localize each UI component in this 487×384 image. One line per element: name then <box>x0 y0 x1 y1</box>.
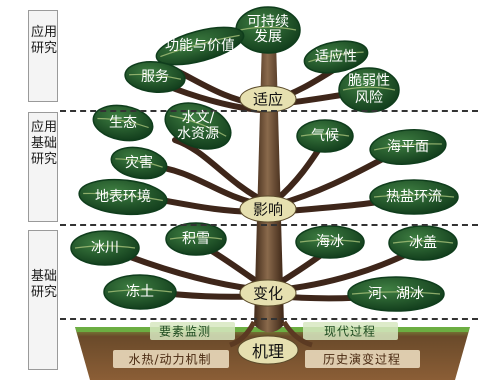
leaf-shape-function-value <box>155 26 245 66</box>
leaf-shape-adaptability <box>303 40 369 74</box>
soil-label-modern-process: 现代过程 <box>323 324 377 339</box>
leaf-river-lake-ice: 河、湖冰 <box>368 286 424 302</box>
side-label-basic: 基础研究 <box>30 269 57 300</box>
leaf-adaptability: 适应性 <box>315 49 357 65</box>
side-box-basic: 基础研究 <box>28 230 58 370</box>
leaf-shape-service <box>124 61 186 93</box>
trunk-roots <box>229 320 313 348</box>
leaf-shape-vulnerability-risk <box>338 67 400 113</box>
trunk <box>254 40 284 333</box>
leaf-shape-sea-level <box>369 128 447 166</box>
leaf-surface-environment: 地表环境 <box>95 189 151 205</box>
branch-5 <box>172 137 265 203</box>
leaf-hydrology-water: 水文/ 水资源 <box>177 110 219 142</box>
leaf-glacier: 冰川 <box>91 240 119 256</box>
divider-line-3 <box>60 318 478 320</box>
oval-mechanism <box>237 335 299 365</box>
tier-ovals <box>237 85 299 365</box>
leaf-shape-sea-ice <box>295 225 365 259</box>
leaf-function-value: 功能与价值 <box>165 38 235 54</box>
tier-label-adapt: 适应 <box>252 90 284 109</box>
tree-trunk <box>229 40 313 348</box>
leaf-shape-ice-sheet <box>388 225 458 261</box>
leaf-sea-ice: 海冰 <box>316 234 344 250</box>
leaf-shape-thermohaline <box>369 179 459 215</box>
leaf-climate: 气候 <box>311 128 339 144</box>
soil-panel-mechanism <box>113 350 229 368</box>
leaf-ecology: 生态 <box>109 115 137 131</box>
leaf-snow-cover: 积雪 <box>182 231 210 247</box>
leaf-shape-river-lake-ice <box>347 276 445 312</box>
leaf-thermohaline: 热盐环流 <box>386 189 442 205</box>
leaf-ice-sheet: 冰盖 <box>409 235 437 251</box>
leaf-service: 服务 <box>141 69 169 85</box>
oval-adapt <box>239 85 297 113</box>
soil-label-mechanism: 水热/动力机制 <box>128 352 212 367</box>
oval-change <box>239 279 297 307</box>
side-label-applied: 应用研究 <box>30 25 57 56</box>
soil-panel-monitoring <box>150 322 235 340</box>
soil-panel-history <box>305 350 420 368</box>
goal-sustainable-development: 可持续 发展 <box>247 14 289 45</box>
leaves <box>70 6 459 312</box>
soil-panel-modern <box>303 322 398 340</box>
leaf-vulnerability-risk: 脆弱性 风险 <box>348 73 390 106</box>
soil-label-history: 历史演变过程 <box>322 352 402 367</box>
divider-line-2 <box>60 224 478 226</box>
leaf-shape-glacier <box>70 230 140 266</box>
leaf-shape-climate <box>296 119 354 153</box>
oval-impact <box>239 195 297 223</box>
leaf-shape-snow-cover <box>165 222 227 256</box>
divider-line-1 <box>60 110 478 112</box>
leaf-shape-disaster <box>110 146 168 180</box>
side-label-applied-basic: 应用基础研究 <box>30 120 57 167</box>
leaf-shape-surface-environment <box>78 178 168 216</box>
leaf-shape-hydrology <box>164 102 232 150</box>
side-box-applied: 应用研究 <box>28 10 58 102</box>
tier-label-impact: 影响 <box>252 200 284 219</box>
soil-label-monitoring: 要素监测 <box>158 324 212 339</box>
leaf-sea-level: 海平面 <box>387 139 429 155</box>
leaf-shape-ecology <box>92 104 154 142</box>
tier-label-mechanism: 机理 <box>251 342 285 361</box>
leaf-shape-permafrost <box>103 274 177 310</box>
tier-label-change: 变化 <box>252 284 284 303</box>
leaf-permafrost: 冻土 <box>126 284 154 300</box>
leaf-disaster: 灾害 <box>125 155 153 171</box>
side-box-applied-basic: 应用基础研究 <box>28 112 58 222</box>
